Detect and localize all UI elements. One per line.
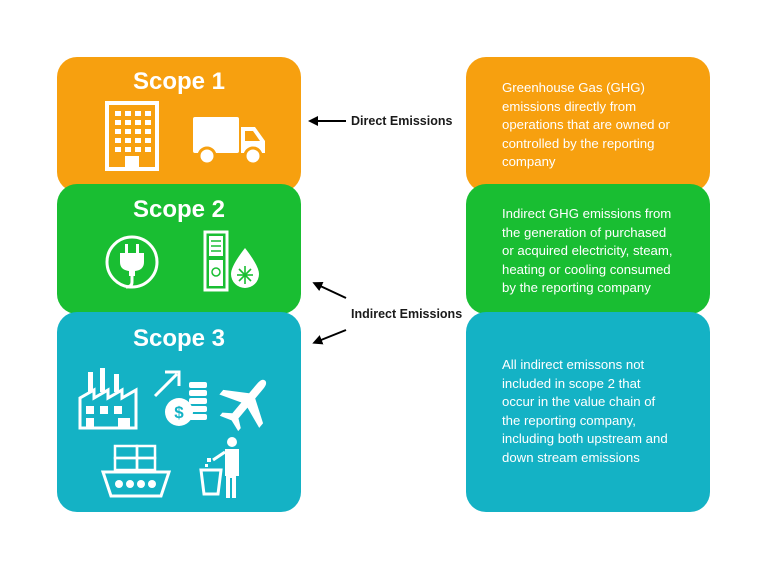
scope-2-description-card: Indirect GHG emissions from the generati… xyxy=(466,184,710,314)
scope-1-title: Scope 1 xyxy=(132,68,226,95)
indirect-emissions-label: Indirect Emissions xyxy=(351,307,463,321)
factory-icon xyxy=(78,368,138,430)
scope-1-card: Scope 1 xyxy=(57,57,301,192)
svg-text:$: $ xyxy=(174,403,184,422)
power-plug-icon xyxy=(105,235,159,289)
scope-3-title: Scope 3 xyxy=(132,325,226,352)
heater-cooler-icon xyxy=(203,230,259,292)
office-building-icon xyxy=(105,101,159,171)
scope-2-card: Scope 2 xyxy=(57,184,301,314)
scope-3-description-card: All indirect emissons not included in sc… xyxy=(466,312,710,512)
delivery-truck-icon xyxy=(193,117,265,165)
scope-2-description: Indirect GHG emissions from the generati… xyxy=(502,206,673,295)
waste-disposal-icon xyxy=(199,437,239,498)
cargo-ship-icon xyxy=(101,444,171,498)
investment-icon: $ xyxy=(153,370,207,426)
indirect-emissions-arrow-scope-3 xyxy=(312,329,347,345)
airplane-icon xyxy=(219,379,267,432)
scope-3-card: Scope 3 $ xyxy=(57,312,301,512)
scope-3-description: All indirect emissons not included in sc… xyxy=(502,357,668,465)
direct-emissions-label: Direct Emissions xyxy=(351,114,453,128)
scope-1-description-card: Greenhouse Gas (GHG) emissions directly … xyxy=(466,57,710,192)
scope-2-title: Scope 2 xyxy=(132,196,226,223)
indirect-emissions-arrow-scope-2 xyxy=(312,282,347,299)
scope-1-description: Greenhouse Gas (GHG) emissions directly … xyxy=(502,80,670,169)
